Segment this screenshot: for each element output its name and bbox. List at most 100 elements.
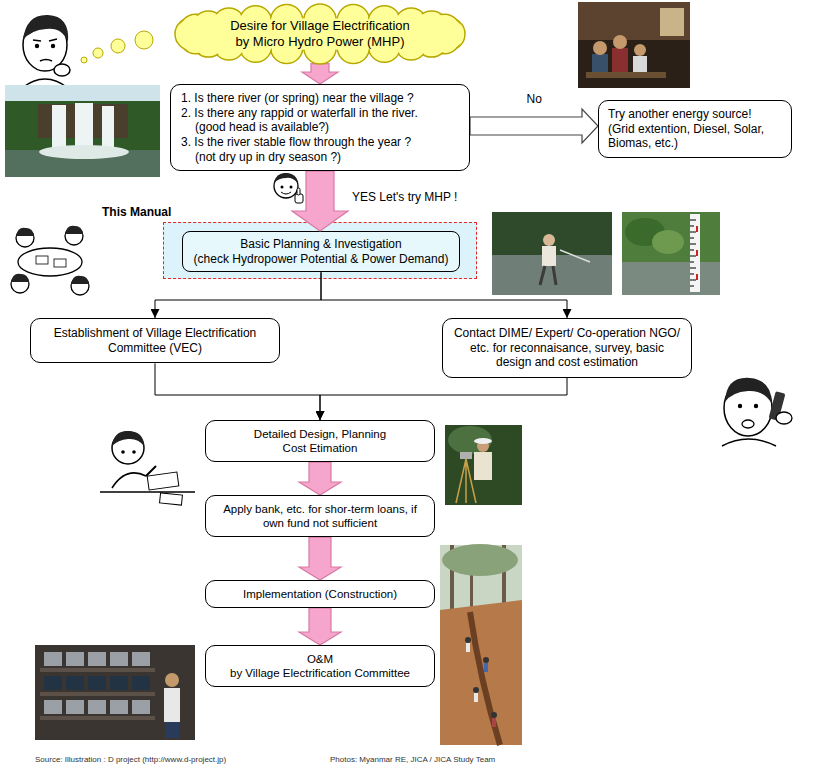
node-text: Establishment of Village Electrification… xyxy=(39,326,271,355)
village-photo-part xyxy=(634,44,646,56)
edge-label: No xyxy=(525,92,544,107)
writing-kid-cartoon-part xyxy=(147,472,179,490)
process-box: Contact DIME/ Expert/ Co-operation NGO/ … xyxy=(442,318,692,378)
node-text: Desire for Village Electrification by Mi… xyxy=(225,18,415,50)
shop-photo-part xyxy=(132,652,150,666)
node-text: Try another energy source! xyxy=(608,107,782,122)
waterfall-photo-part xyxy=(75,103,93,151)
node-text: (Grid extention, Diesel, Solar, Biomas, … xyxy=(608,122,782,151)
node-text: 3. Is the river stable flow through the … xyxy=(181,135,426,164)
phone-man-cartoon-part xyxy=(725,378,772,404)
shop-photo-part xyxy=(110,676,128,690)
region-heading: This Manual xyxy=(102,205,171,220)
construction-photo-part xyxy=(491,712,497,718)
shop-photo-part xyxy=(88,700,106,714)
thinking-man-cartoon-part xyxy=(23,15,68,42)
thought-bubbles xyxy=(81,31,153,63)
node-text: Implementation (Construction) xyxy=(214,587,426,601)
shop-photo-part xyxy=(35,645,195,740)
thumbs-up-cartoon xyxy=(274,173,303,203)
village-photo xyxy=(578,2,690,88)
stream-survey-photo-part xyxy=(560,250,590,262)
waterfall-photo-part xyxy=(102,106,114,151)
shop-photo-part xyxy=(44,652,62,666)
meeting-kids-cartoon-part xyxy=(54,259,66,267)
writing-kid-cartoon-part xyxy=(100,491,195,492)
process-box: Detailed Design, Planning Cost Etimation xyxy=(205,420,435,462)
construction-photo-part xyxy=(470,612,500,745)
shop-photo-part xyxy=(66,652,84,666)
construction-photo-part xyxy=(465,637,471,643)
land-survey-photo-part xyxy=(474,452,492,480)
node-text: Detailed Design, Planning Cost Etimation xyxy=(245,427,395,455)
stream-survey-photo-part xyxy=(540,266,556,285)
footnote: Photos: Myanmar RE, JICA / JICA Study Te… xyxy=(330,755,495,765)
construction-photo-part xyxy=(473,687,479,693)
writing-kid-cartoon-part xyxy=(121,450,125,454)
meeting-kids-cartoon-part xyxy=(11,274,29,282)
phone-man-cartoon-part xyxy=(722,439,776,446)
block-arrow xyxy=(299,462,341,495)
shop-photo-part xyxy=(110,652,128,666)
thought-bubbles-part xyxy=(111,39,125,53)
stream-survey-photo-part xyxy=(492,212,612,295)
shop-photo-part xyxy=(40,668,155,672)
node-text: by Village Electrification Committee xyxy=(214,666,426,680)
waterfall-photo-part xyxy=(52,105,66,151)
village-photo-part xyxy=(578,2,690,88)
construction-photo-part xyxy=(440,600,522,745)
alternative-box: Try another energy source!(Grid extentio… xyxy=(598,100,792,158)
shop-photo-part xyxy=(132,700,150,714)
staff-gauge-photo-part xyxy=(652,230,684,254)
staff-gauge-photo-part xyxy=(690,220,696,286)
shop-photo xyxy=(35,645,195,740)
footnote: Source: Illustration : D project (http:/… xyxy=(35,755,226,765)
footnote-holder: Photos: Myanmar RE, JICA / JICA Study Te… xyxy=(330,755,495,765)
start-cloud: Desire for Village Electrification by Mi… xyxy=(175,4,465,64)
land-survey-photo-part xyxy=(448,426,492,454)
thinking-man-cartoon-part xyxy=(35,44,39,48)
staff-gauge-photo-part xyxy=(622,262,720,295)
node-text: Apply bank, etc. for shor-term loans, if… xyxy=(214,502,426,530)
process-box: Implementation (Construction) xyxy=(205,580,435,608)
thinking-man-cartoon-part xyxy=(54,64,70,76)
land-survey-photo-part xyxy=(474,438,492,444)
process-box: Apply bank, etc. for shor-term loans, if… xyxy=(205,495,435,537)
stream-survey-photo xyxy=(492,212,612,295)
construction-photo-part xyxy=(492,718,496,727)
staff-gauge-photo-part xyxy=(690,214,700,292)
phone-man-cartoon-part xyxy=(754,404,758,408)
staff-gauge-photo xyxy=(622,212,720,295)
node-text: 2. Is there any rappid or waterfall in t… xyxy=(181,106,436,135)
flow-line xyxy=(155,363,320,420)
writing-kid-cartoon xyxy=(100,431,195,505)
process-box: O&Mby Village Electrification Committee xyxy=(205,645,435,687)
meeting-kids-cartoon-part xyxy=(16,228,34,236)
thumbs-up-cartoon-part xyxy=(281,192,291,194)
flow-line xyxy=(155,272,321,318)
shop-photo-part xyxy=(110,700,128,714)
shop-photo-part xyxy=(88,676,106,690)
thought-bubbles-part xyxy=(81,57,87,63)
edge-label-holder: YES Let's try MHP ! xyxy=(350,190,459,205)
shop-photo-part xyxy=(165,722,179,738)
phone-man-cartoon-part xyxy=(742,420,754,428)
construction-photo xyxy=(440,544,522,745)
thinking-man-cartoon-part xyxy=(33,39,57,41)
phone-man-cartoon-part xyxy=(738,404,742,408)
land-survey-photo-part xyxy=(445,425,522,505)
stream-survey-photo-part xyxy=(542,246,556,266)
flow-line xyxy=(321,272,567,318)
edge-label-holder: No xyxy=(525,92,544,107)
construction-photo-part xyxy=(442,544,518,576)
construction-photo-part xyxy=(466,643,470,652)
village-photo-part xyxy=(586,72,666,78)
node-text: 1. Is there river (or spring) near the v… xyxy=(181,91,461,106)
village-photo-part xyxy=(613,35,627,49)
shop-photo-part xyxy=(88,652,106,666)
thinking-man-cartoon xyxy=(22,15,70,88)
village-photo-part xyxy=(660,8,684,36)
shop-photo-part xyxy=(44,700,62,714)
shop-photo-part xyxy=(66,676,84,690)
